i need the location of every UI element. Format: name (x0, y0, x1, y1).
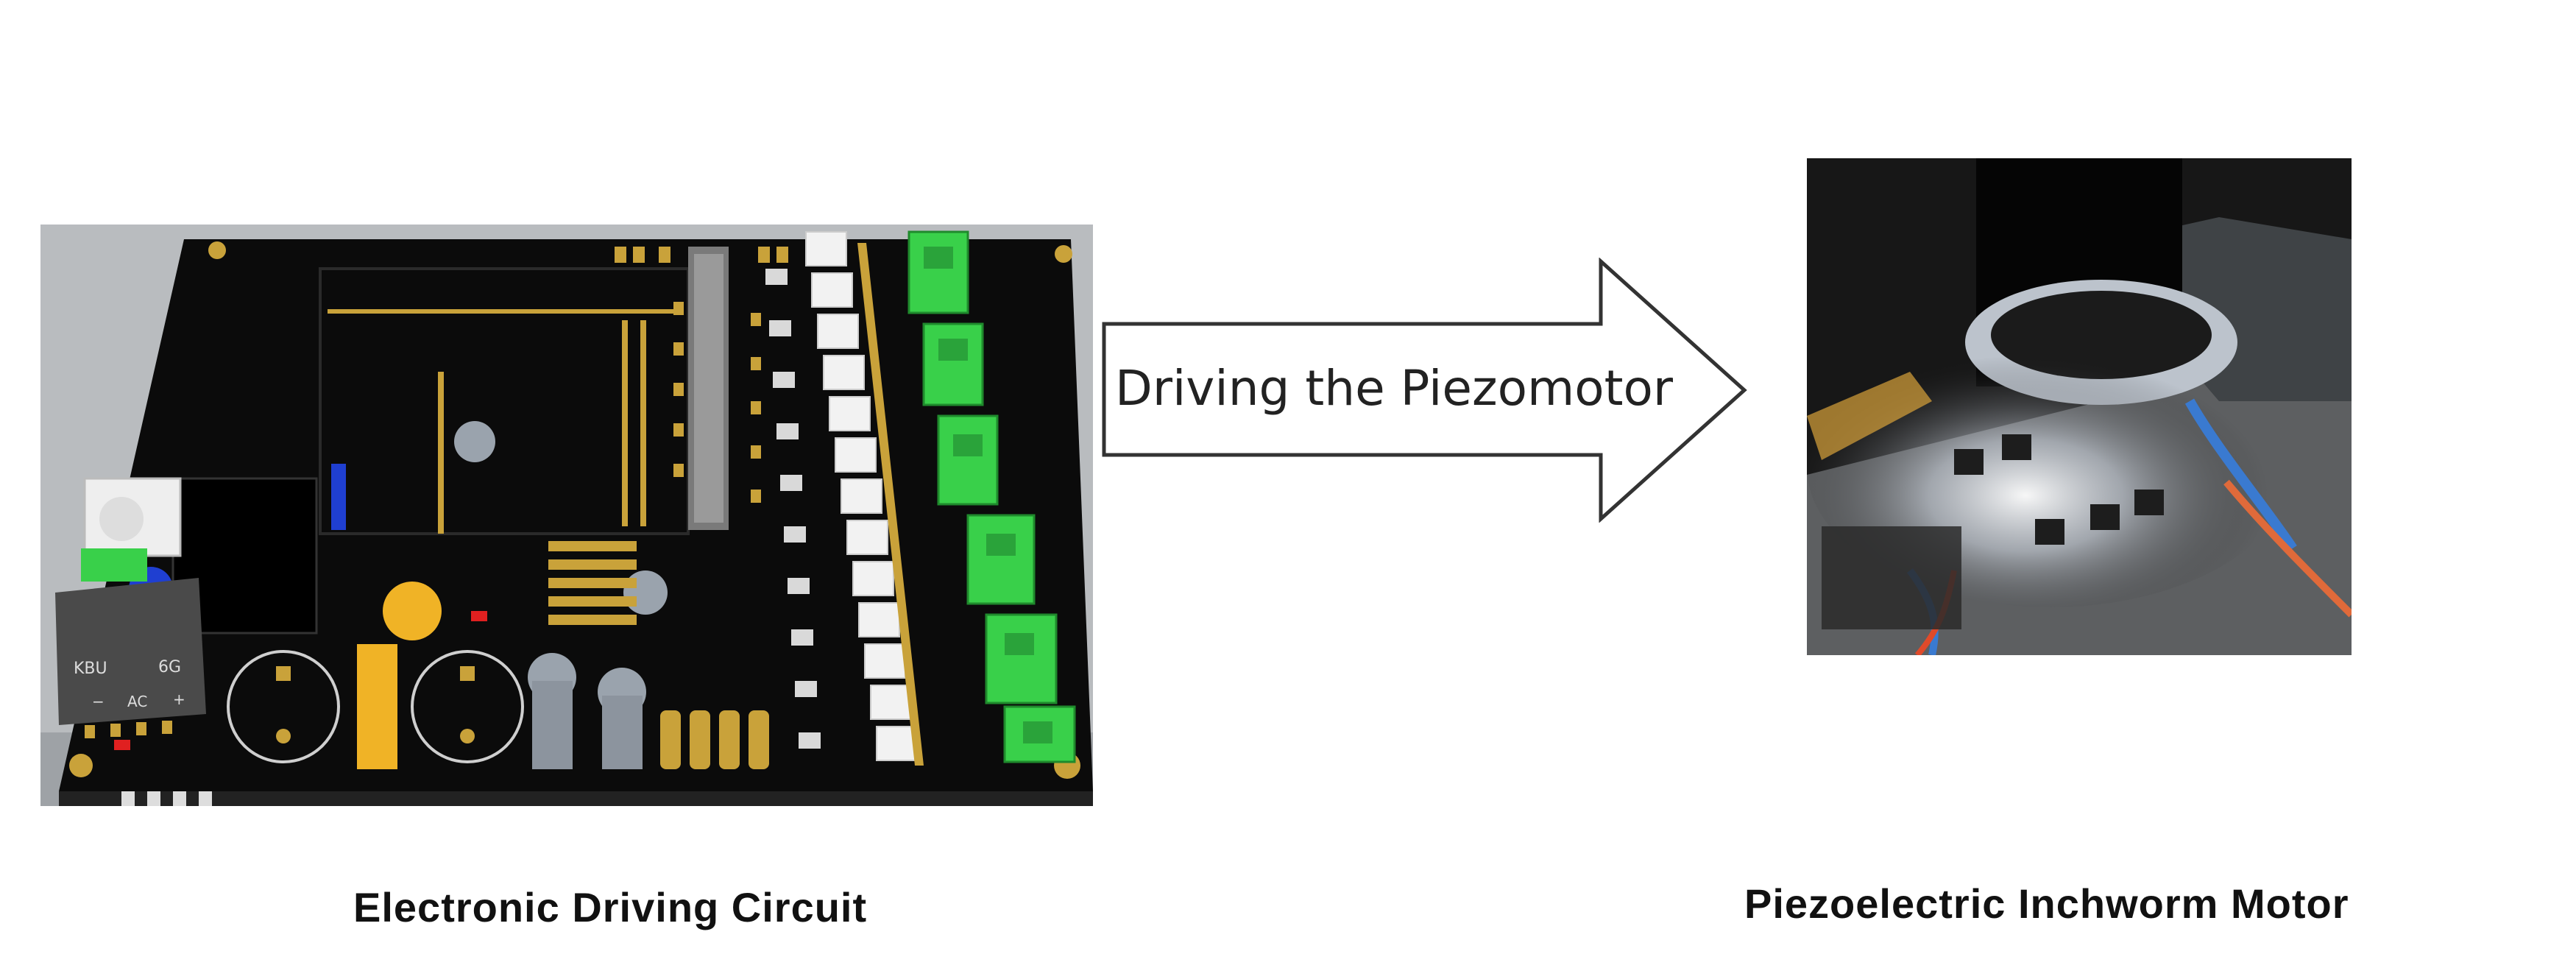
mounting-hole (208, 241, 226, 259)
green-terminal-blocks (907, 230, 1076, 763)
bottom-pins (121, 791, 212, 806)
transistor-rows (765, 269, 821, 749)
pcb-render-svg: KBU 6G − AC + (40, 225, 1093, 806)
arrow-label: Driving the Piezomotor (1115, 360, 1674, 417)
bottom-header (660, 710, 769, 769)
bridge-marking-right: 6G (158, 658, 181, 676)
gold-trace (857, 243, 924, 766)
piezo-chips (1954, 434, 2164, 545)
yellow-reflection (1807, 372, 1932, 460)
green-terminal-left (81, 548, 147, 582)
process-arrow: Driving the Piezomotor (1100, 257, 1748, 523)
inchworm-motor-photo (1807, 158, 2354, 657)
capacitor (454, 421, 495, 462)
bridge-leads (85, 721, 172, 738)
arrow-shape (1102, 257, 1747, 523)
bridge-ac: AC (127, 693, 147, 710)
bridge-plus: + (173, 690, 185, 708)
bridge-minus: − (92, 693, 105, 710)
resistor-arrays (548, 541, 637, 625)
inductor-footprint (411, 650, 524, 763)
trimmer-potentiometer (383, 582, 442, 640)
blue-wire (2184, 398, 2297, 551)
bridge-marking-left: KBU (74, 660, 107, 678)
mounting-hole (1055, 245, 1072, 263)
right-caption: Piezoelectric Inchworm Motor (1744, 880, 2349, 927)
mcu-header-pins (328, 309, 673, 534)
left-caption: Electronic Driving Circuit (353, 884, 868, 930)
blue-jumper (331, 464, 346, 530)
capacitor (623, 570, 668, 615)
bracket (1822, 526, 1961, 629)
inductor-footprint (227, 650, 340, 763)
driver-chip-column (805, 231, 918, 761)
pcb-render-image: KBU 6G − AC + (40, 225, 1093, 806)
smd-pads (615, 247, 788, 503)
bridge-rectifier (55, 578, 206, 725)
arrow-svg: Driving the Piezomotor (1102, 257, 1747, 523)
mounting-hole (69, 754, 93, 777)
orange-wire (2223, 479, 2354, 618)
red-led (114, 740, 130, 750)
terminal-screws (924, 247, 1052, 743)
motor-photo-svg (1807, 158, 2354, 657)
yellow-inductor (357, 644, 397, 769)
red-led (471, 611, 487, 621)
